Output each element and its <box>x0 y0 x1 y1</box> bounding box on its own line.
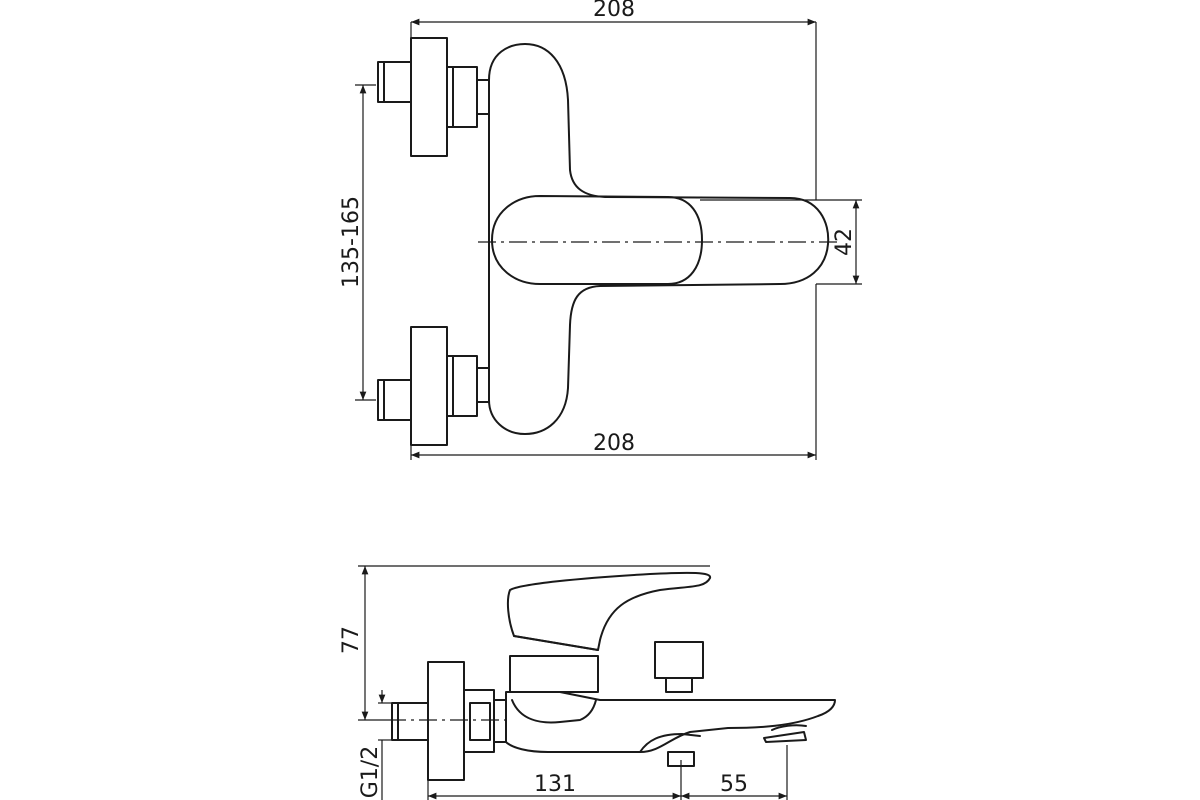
dimension-bottom-width: 208 <box>410 284 817 460</box>
spout-underside <box>639 733 701 753</box>
cartridge-housing <box>509 655 599 693</box>
dim-label-thread: G1/2 <box>358 746 383 798</box>
lower-inlet <box>377 326 490 446</box>
mixer-body-front <box>488 43 830 435</box>
dim-label-depth: 131 <box>534 772 576 797</box>
dimension-thread: G1/2 <box>358 690 392 800</box>
dimension-depth: 131 55 <box>427 745 788 800</box>
inlet-side <box>391 661 507 781</box>
outlet-side <box>667 724 807 767</box>
front-view: 208 208 135-165 42 <box>339 0 862 460</box>
dim-label-bottom-width: 208 <box>593 431 635 456</box>
mixer-body-side <box>505 691 836 753</box>
lever-base-line <box>513 635 599 651</box>
dim-label-height: 77 <box>339 626 364 654</box>
dim-label-inlet-spacing: 135-165 <box>339 196 364 288</box>
diverter-knob <box>654 641 704 693</box>
upper-inlet <box>377 37 490 157</box>
side-view: 77 G1/2 131 55 <box>339 565 836 800</box>
dimension-height: 77 <box>339 565 710 721</box>
dim-label-top-width: 208 <box>593 0 635 22</box>
dimension-top-width: 208 <box>410 0 817 200</box>
dim-label-outlet-extra: 55 <box>720 772 748 797</box>
dimension-inlet-spacing: 135-165 <box>339 84 376 401</box>
body-inner-contour <box>511 699 597 724</box>
lever-handle-side <box>506 571 711 651</box>
lever-handle-front <box>491 195 703 285</box>
